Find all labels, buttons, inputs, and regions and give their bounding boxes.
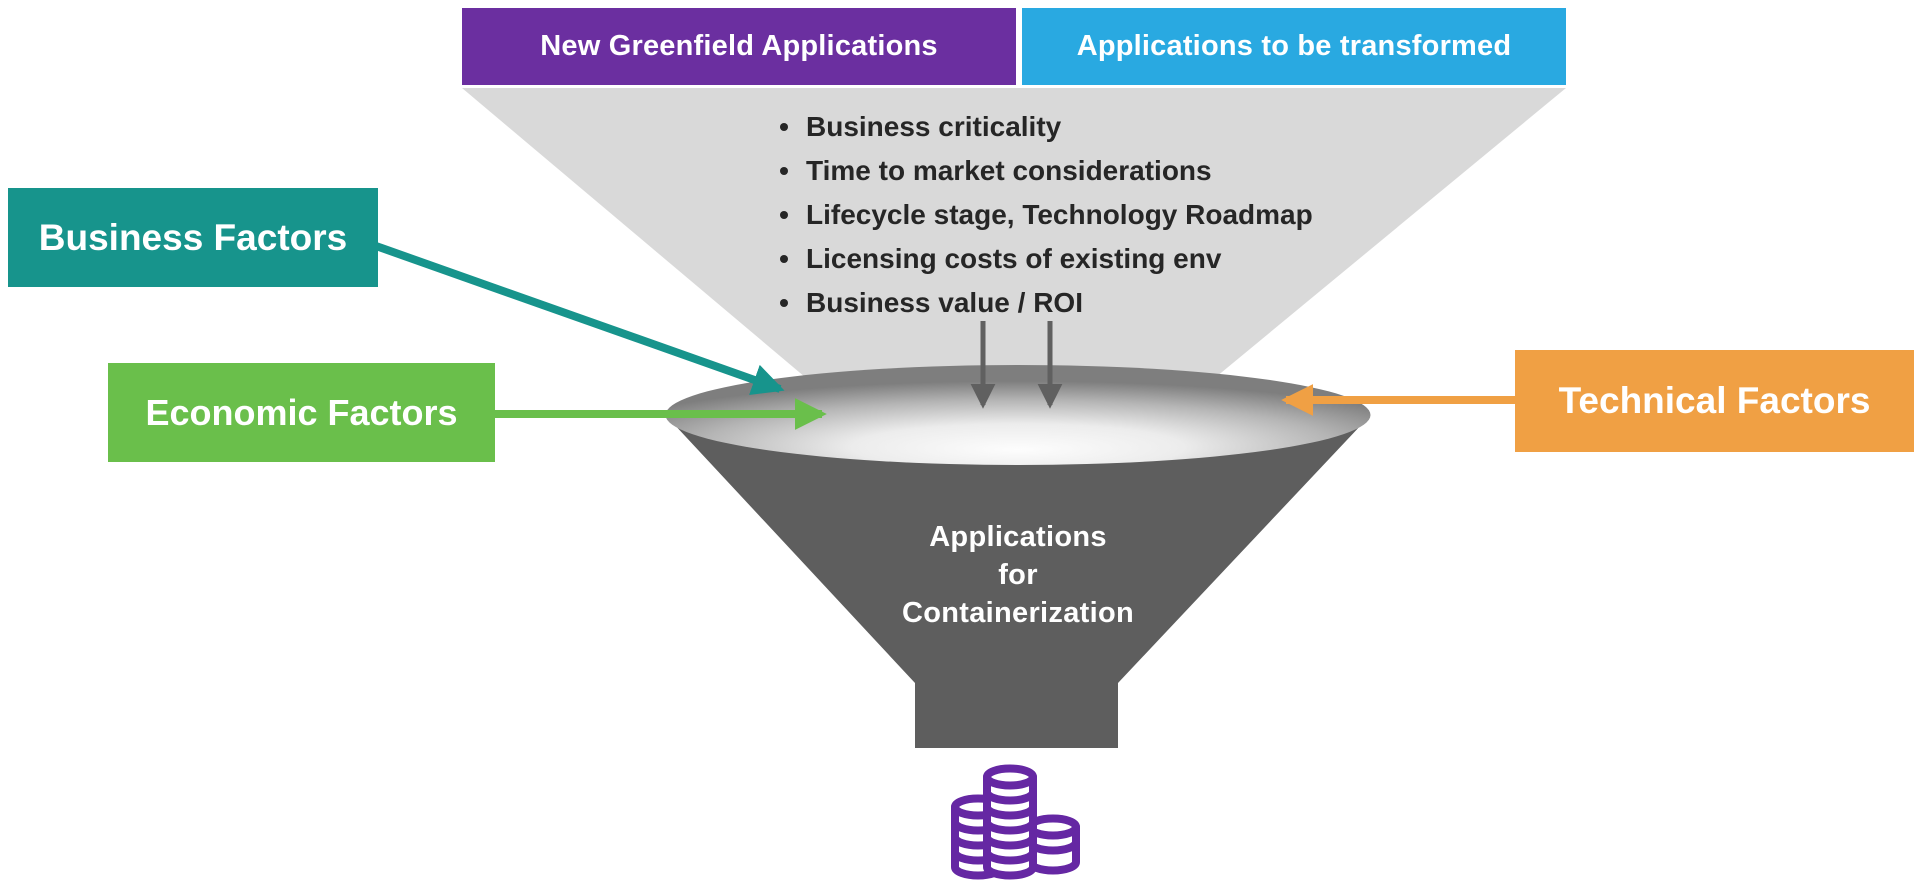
header-tab-greenfield: New Greenfield Applications [462, 8, 1016, 85]
funnel-body [665, 415, 1371, 748]
bullet-text: Business value / ROI [806, 287, 1083, 318]
funnel-label: Applications for Containerization [818, 518, 1218, 632]
intake-trapezoid [462, 88, 1566, 415]
bullet-dot-icon [780, 123, 788, 131]
technical-factors-label: Technical Factors [1515, 350, 1914, 452]
coin-stack-icon [951, 764, 1080, 880]
business-factors-label: Business Factors [8, 188, 378, 287]
bullet-item: Time to market considerations [780, 149, 1313, 193]
criteria-bullet-list: Business criticality Time to market cons… [780, 105, 1313, 325]
bullet-dot-icon [780, 299, 788, 307]
bullet-item: Business value / ROI [780, 281, 1313, 325]
header-tab-transform: Applications to be transformed [1022, 8, 1566, 85]
bullet-text: Licensing costs of existing env [806, 243, 1222, 274]
funnel-label-line: Applications [929, 521, 1107, 553]
bullet-item: Lifecycle stage, Technology Roadmap [780, 193, 1313, 237]
bullet-text: Time to market considerations [806, 155, 1212, 186]
funnel-mouth [665, 365, 1371, 465]
funnel-label-line: Containerization [902, 597, 1134, 629]
bullet-dot-icon [780, 167, 788, 175]
business-factors-arrow [374, 242, 785, 396]
economic-factors-label: Economic Factors [108, 363, 495, 462]
bullet-text: Lifecycle stage, Technology Roadmap [806, 199, 1313, 230]
bullet-dot-icon [780, 211, 788, 219]
bullet-item: Licensing costs of existing env [780, 237, 1313, 281]
bullet-dot-icon [780, 255, 788, 263]
bullet-text: Business criticality [806, 111, 1062, 142]
funnel-label-line: for [998, 559, 1038, 591]
bullet-item: Business criticality [780, 105, 1313, 149]
